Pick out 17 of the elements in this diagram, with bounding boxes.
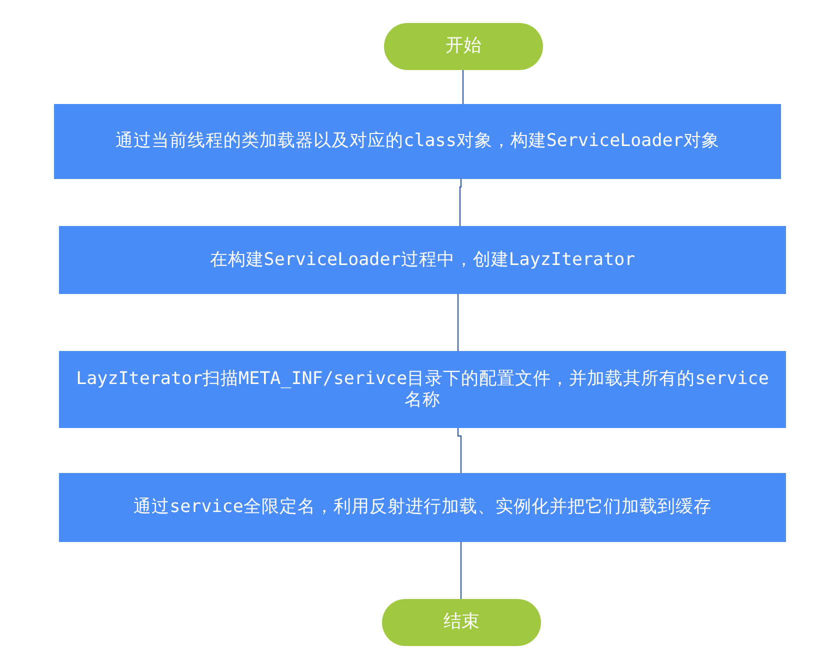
step-text: 在构建ServiceLoader过程中，创建LayzIterator — [210, 250, 636, 270]
terminal-pill — [382, 599, 541, 646]
process-box — [59, 351, 786, 428]
process-box — [59, 226, 786, 294]
connector-line — [460, 542, 462, 599]
terminal-pill — [384, 23, 543, 70]
process-box — [59, 473, 786, 542]
step-text: LayzIterator扫描META_INF/serivce目录下的配置文件，并加载其所有的service名称 — [75, 369, 770, 410]
step-text: 通过service全限定名，利用反射进行加载、实例化并把它们加载到缓存 — [134, 497, 712, 518]
process-box — [54, 104, 781, 179]
connector-line — [459, 179, 462, 226]
step-text: 通过当前线程的类加载器以及对应的class对象，构建ServiceLoader对象 — [116, 131, 720, 152]
terminal-label: 开始 — [446, 35, 482, 58]
terminal-label: 结束 — [444, 611, 480, 634]
connector-line — [457, 294, 459, 351]
connector-line — [457, 428, 462, 473]
connector-line — [462, 70, 464, 104]
